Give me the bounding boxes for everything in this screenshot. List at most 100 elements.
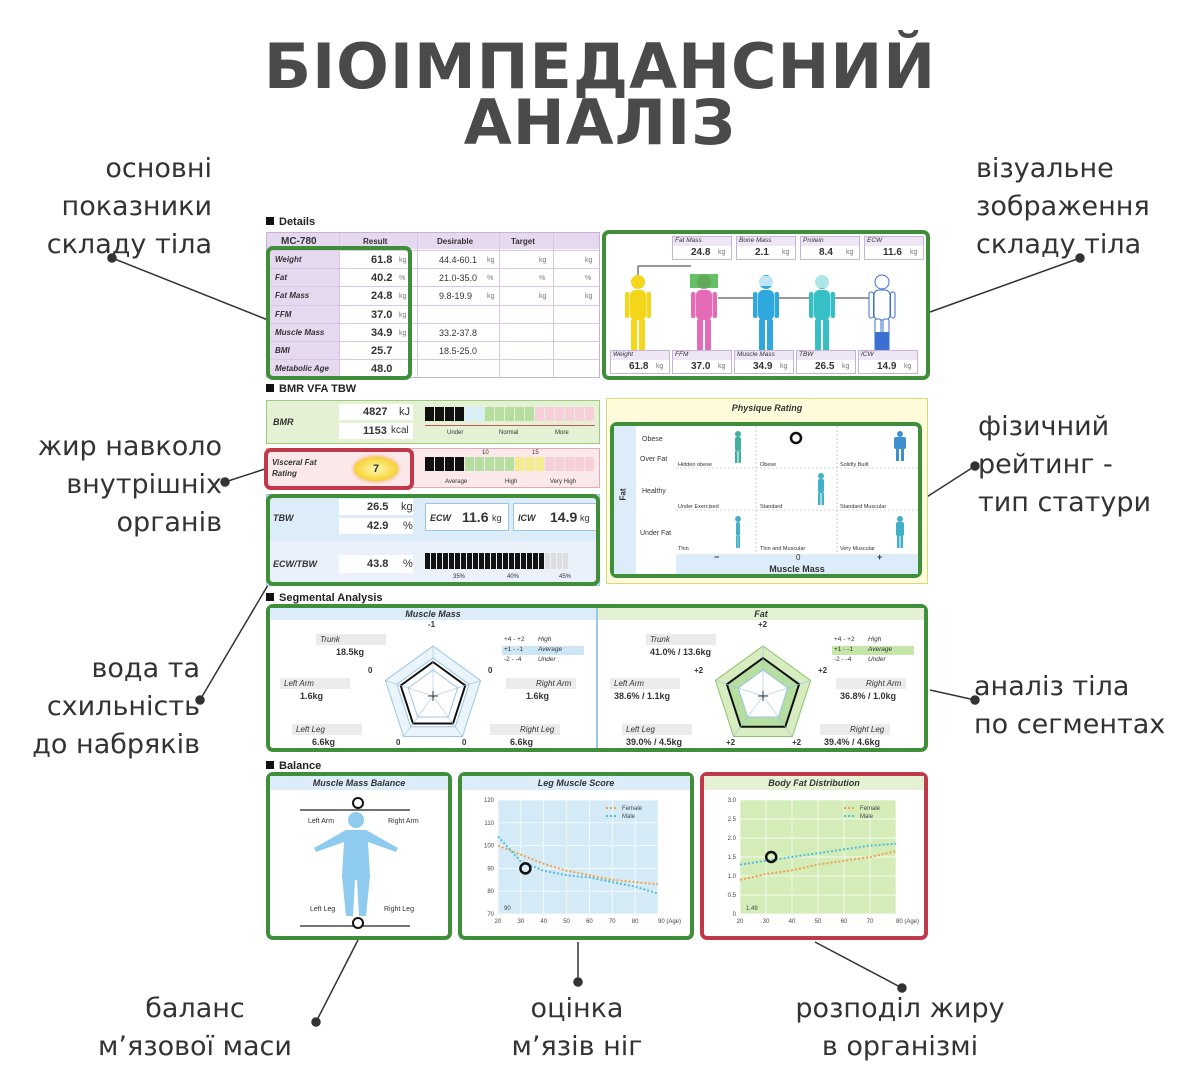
page-title-line1: БІОІМПЕДАНСНИЙ [263,30,937,103]
chart-xtick: 30 [763,919,770,925]
tbw-kg: 26.5 [367,501,389,513]
bar-segment [475,407,484,421]
chart-xtick: 80 [632,919,639,925]
bar-segment [535,407,544,421]
bar-segment [443,553,448,569]
bmr-label: BMR [273,417,294,427]
physique-grid: Fat Muscle Mass − 0 + Obese Over Fat Hea… [610,422,922,578]
segment-value-polygon [399,660,467,725]
bar-segment [555,457,564,471]
model-name: MC-780 [281,236,317,247]
bar-segment [539,553,544,569]
chart-ytick: 90 [487,866,494,872]
visceral-rating: 7 [354,457,398,481]
legend-label: Male [622,814,636,820]
bar-segment [505,407,514,421]
bar-segment [575,407,584,421]
chart-ytick: 0.5 [728,893,737,899]
chart-xtick: 90 (Age) [658,919,681,925]
page-title-line2: АНАЛІЗ [463,86,737,159]
bar-segment [563,553,568,569]
chart-marker [519,862,532,875]
bar-segment [435,407,444,421]
bar-segment [467,553,472,569]
col-target: Target [511,237,535,246]
bar-segment [551,553,556,569]
bar-segment [475,457,484,471]
bar-segment [525,457,534,471]
bar-segment [545,407,554,421]
physique-cells [676,426,918,554]
bar-segment [435,457,444,471]
physique-title: Physique Rating [731,403,803,413]
chart-ytick: 2.0 [728,836,737,842]
legend-label: Female [860,806,881,812]
chart-xtick: 70 [867,919,874,925]
bar-segment [485,553,490,569]
figure-weight [625,275,651,351]
bar-segment [425,553,430,569]
physique-marker [789,431,803,445]
section-details: Details [266,216,315,228]
chart-xtick: 70 [609,919,616,925]
bar-segment [509,553,514,569]
bar-segment [425,457,434,471]
bar-segment [473,553,478,569]
bar-segment [585,407,594,421]
bar-segment [431,553,436,569]
segment-fat-title: Fat [754,609,768,619]
bar-segment [455,553,460,569]
ecw-box: ECW 11.6 kg [425,503,509,531]
bar-segment [521,553,526,569]
chart-xtick: 40 [540,919,547,925]
bar-segment [515,457,524,471]
icw-value: 14.9 [550,509,578,525]
bmr-kcal: 1153 [363,425,387,437]
bar-segment [485,407,494,421]
chart-xtick: 50 [815,919,822,925]
chart-ytick: 110 [484,821,494,827]
chart-ytick: 100 [484,844,495,850]
chart-ytick: 1.0 [728,874,737,880]
chart-series-female [739,850,897,881]
ecwtbw-label: ECW/TBW [273,559,317,569]
bar-segment [491,553,496,569]
chart-ytick: 120 [484,798,495,804]
chart-xtick: 50 [563,919,570,925]
bar-segment [505,457,514,471]
chart-ytick: 0 [733,912,737,918]
ecw-value: 11.6 [462,509,489,525]
bar-segment [585,457,594,471]
bar-segment [533,553,538,569]
chart-ytick: 80 [487,889,494,895]
ecwtbw-value: 43.8 [367,558,389,570]
segment-radar [714,645,812,737]
segment-value-polygon [725,656,801,728]
bar-segment [465,407,474,421]
muscle-balance-title: Muscle Mass Balance [312,778,406,788]
chart-xtick: 20 [737,919,744,925]
bar-segment [545,457,554,471]
chart-xtick: 60 [841,919,848,925]
chart-xtick: 30 [518,919,525,925]
bar-segment [555,407,564,421]
bar-segment [565,457,574,471]
fat-distribution-title: Body Fat Distribution [768,778,860,788]
bar-segment [525,407,534,421]
bar-segment [565,407,574,421]
